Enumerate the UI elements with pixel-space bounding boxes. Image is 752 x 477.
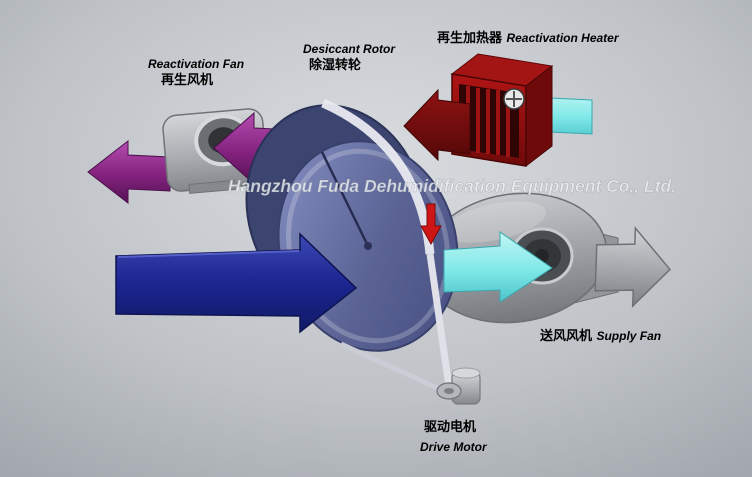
desiccant-rotor-label-en: Desiccant Rotor	[303, 42, 396, 56]
reactivation-heater-box	[450, 53, 554, 168]
supply-fan-label: 送风风机 Supply Fan	[540, 327, 661, 345]
reactivation-fan-label-zh: 再生风机	[161, 72, 214, 87]
heater-fan-cap-icon	[503, 88, 525, 110]
heated-air-arrow	[403, 88, 471, 162]
reactivation-fan-label: Reactivation Fan	[148, 55, 244, 73]
supply-fan-label-zh: 送风风机	[540, 328, 593, 343]
reactivation-heater-label-zh: 再生加热器	[437, 30, 503, 45]
drive-motor-label-en: Drive Motor	[420, 440, 487, 454]
drive-motor	[436, 367, 481, 405]
process-air-arrow	[115, 232, 358, 334]
reactivation-heater-label: 再生加热器 Reactivation Heater	[437, 29, 619, 47]
desiccant-rotor-label: Desiccant Rotor	[303, 40, 395, 58]
drive-motor-label-en-wrap: Drive Motor	[420, 438, 487, 456]
supply-air-arrow	[594, 226, 671, 308]
desiccant-rotor-label-zh-wrap: 除湿转轮	[309, 56, 361, 74]
rotor-spoke	[320, 151, 370, 247]
reactivation-heater-label-en: Reactivation Heater	[506, 31, 619, 45]
reactivation-fan-label-zh-wrap: 再生风机	[161, 71, 213, 89]
reactivation-exhaust-arrow	[87, 139, 171, 205]
dry-air-arrow	[443, 231, 553, 303]
drive-motor-label-zh-wrap: 驱动电机	[424, 418, 476, 436]
watermark-text: Hangzhou Fuda Dehumidification Equipment…	[228, 176, 676, 196]
drive-motor-label-zh: 驱动电机	[424, 419, 477, 434]
belt-direction-arrow	[420, 203, 442, 246]
desiccant-rotor-label-zh: 除湿转轮	[309, 57, 362, 72]
supply-fan-label-en: Supply Fan	[596, 329, 662, 343]
reactivation-fan-label-en: Reactivation Fan	[148, 57, 245, 71]
